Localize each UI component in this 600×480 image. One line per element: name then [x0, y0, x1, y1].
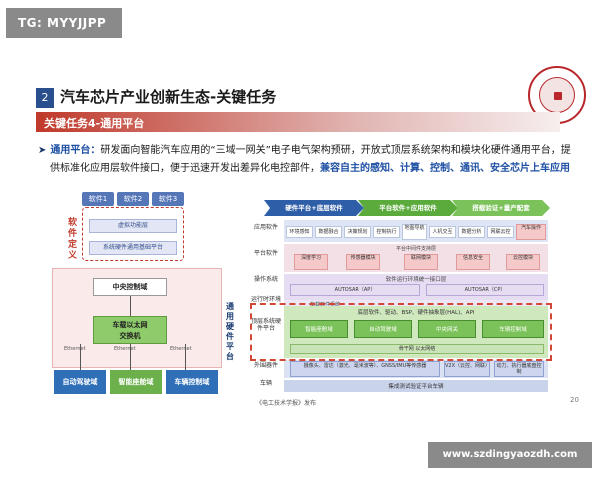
ethernet-label: Ethernet [170, 346, 192, 352]
row-label-os: 操作系统 [253, 276, 278, 283]
watermark-badge: TG: MYYJJPP [6, 8, 122, 38]
software-box-3: 软件3 [152, 192, 184, 206]
general-platform-label: 通用硬件平台 [226, 302, 234, 361]
row-label-app: 应用软件 [253, 224, 278, 231]
slide-title: 汽车芯片产业创新生态-关键任务 [60, 88, 277, 106]
smart-cockpit-domain: 智能座舱域 [110, 370, 162, 394]
row-label-platform: 平台软件 [253, 250, 278, 257]
app-cell: 数据融合 [315, 226, 342, 238]
hw-domain: 中央网关 [418, 320, 476, 338]
vehicle-line: 集成测试验证平台车辆 [388, 384, 444, 390]
platform-cell: 信息安全 [456, 254, 490, 270]
app-cell: 控制执行 [373, 226, 400, 238]
row-label-top-system: 顶层系统硬件平台 [250, 318, 281, 332]
phase-2: 平台软件+应用软件 [358, 200, 458, 216]
bullet-arrow-icon: ➤ [38, 145, 47, 156]
vehicle-control-domain: 车辆控制域 [166, 370, 218, 394]
central-control-domain: 中央控制域 [93, 278, 167, 296]
page-number: 20 [570, 396, 579, 404]
source-citation: 《电工技术学报》发布 [256, 400, 317, 407]
connector-line [130, 296, 131, 316]
autonomous-driving-domain: 自动驾驶域 [54, 370, 106, 394]
general-platform-highlight [250, 303, 552, 361]
runtime-band [284, 300, 548, 310]
autosar-cp: AUTOSAR（CP） [426, 284, 544, 296]
platform-cell: 联网模块 [404, 254, 438, 270]
software-defined-frame [82, 207, 184, 261]
building-icon [554, 92, 562, 100]
bullet-lead: 通用平台： [50, 145, 101, 156]
software-box-1: 软件1 [82, 192, 114, 206]
software-box-2: 软件2 [117, 192, 149, 206]
ethernet-label: Ethernet [64, 346, 86, 352]
hal-line: 底层软件、驱动、BSP、硬件抽象层(HAL)、API [357, 310, 475, 316]
ethernet-label: Ethernet [114, 346, 136, 352]
bullet-highlight: 兼容自主的感知、计算、控制、通讯、安全芯片上车应用 [320, 163, 570, 174]
row-label-peripheral: 外围器件 [253, 362, 278, 369]
vehicle-band [284, 380, 548, 392]
backbone-network: 骨干网 以太网络 [290, 344, 544, 354]
watermark-url: www.szdingyaozdh.com [428, 442, 592, 468]
seal-inner [539, 77, 575, 113]
row-label-runtime: 运行时环境 [250, 296, 281, 303]
phase-1: 硬件平台+底层软件 [264, 200, 364, 216]
peripheral-cell: V2X（云控、网联） [444, 361, 490, 377]
runtime-label: 车载软件系统 [310, 302, 341, 308]
task-label: 关键任务4-通用平台 [44, 117, 145, 130]
hw-domain: 自动驾驶域 [354, 320, 412, 338]
layered-platform-diagram: 硬件平台+底层软件 平台软件+应用软件 搭载验证+量产配套 应用软件 环境感知 … [250, 200, 550, 410]
virtual-layer: 虚拟功能层 [89, 219, 177, 233]
bullet-text-2: 供标准化应用层软件接口，便于迅速开发出差异化电控部件， [50, 163, 320, 174]
platform-cell: 传感器模块 [346, 254, 380, 270]
platform-header: 平台中间件支持层 [395, 246, 436, 252]
platform-cell: 云控模块 [506, 254, 540, 270]
slide-number: 2 [36, 88, 54, 108]
app-cell: 决策规划 [344, 226, 371, 238]
task-banner [36, 112, 560, 132]
hw-domain: 智能座舱域 [290, 320, 348, 338]
peripheral-cell: 摄像头、雷达（激光、毫米波等）、GNSS/IMU等传感器 [290, 361, 440, 377]
peripheral-cell: 动力、执行器底盘控制 [494, 361, 544, 377]
bullet-paragraph: ➤通用平台：研发面向智能汽车应用的“三域一网关”电子电气架构预研，开放式顶层系统… [38, 142, 578, 178]
switch-line-2: 交换机 [119, 332, 141, 340]
hw-domain: 车辆控制域 [482, 320, 544, 338]
app-cell: 数据分析 [458, 226, 485, 238]
app-cell: 环境感知 [286, 226, 313, 238]
connector-line [80, 344, 81, 370]
app-cell: 汽车操作 [516, 224, 546, 240]
os-line: 软件运行环境统一接口层 [385, 277, 447, 283]
switch-line-1: 车载以太网 [112, 321, 148, 329]
autosar-ap: AUTOSAR（AP） [290, 284, 420, 296]
app-cell: 地图导航 [402, 224, 427, 240]
platform-cell: 深度学习 [294, 254, 328, 270]
app-cell: 人机交互 [429, 226, 456, 238]
connector-line [130, 344, 131, 370]
base-platform-layer: 系统硬件通用基础平台 [89, 241, 177, 255]
app-cell: 网联云控 [487, 226, 514, 238]
software-defined-label: 软件定义 [68, 218, 78, 261]
ethernet-switch: 车载以太网 交换机 [93, 316, 167, 344]
bullet-text-1: 研发面向智能汽车应用的“三域一网关”电子电气架构预研，开放式顶层系统架构和模块化… [100, 145, 571, 156]
connector-line [185, 344, 186, 370]
row-label-vehicle: 车辆 [259, 380, 272, 387]
ee-architecture-diagram: 软件1 软件2 软件3 虚拟功能层 系统硬件通用基础平台 软件定义 中央控制域 … [50, 188, 225, 398]
phase-3: 搭载验证+量产配套 [452, 200, 550, 216]
